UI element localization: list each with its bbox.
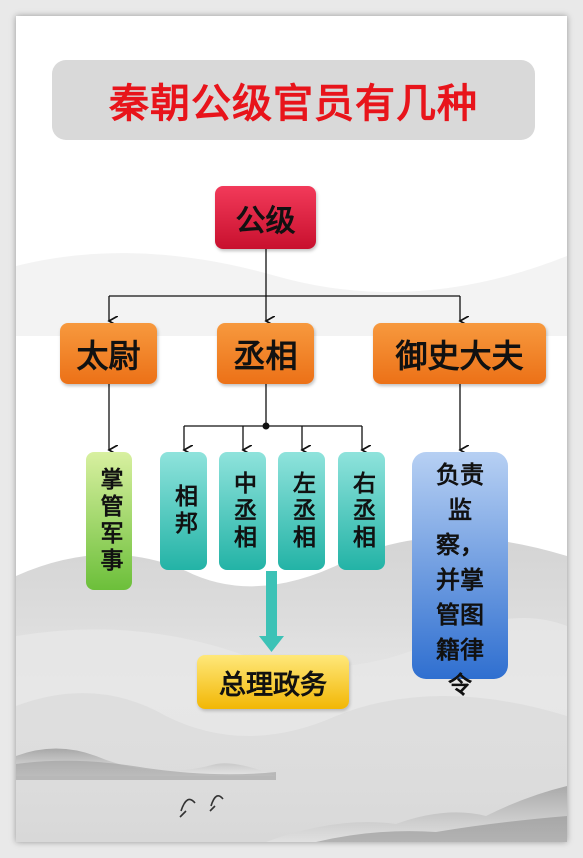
duty-taiwei-text: 掌管军事 <box>96 467 122 575</box>
root-node: 公级 <box>215 186 316 249</box>
connector-lines <box>16 249 567 652</box>
sub-node-xiangbang: 相邦 <box>160 452 207 570</box>
node-chengxiang: 丞相 <box>217 323 314 384</box>
sub-node-zuochengxiang: 左丞相 <box>278 452 325 570</box>
page-title: 秦朝公级官员有几种 <box>109 81 478 127</box>
title-banner: 秦朝公级官员有几种 <box>52 60 535 140</box>
node-taiwei: 太尉 <box>60 323 157 384</box>
junction-dot <box>262 422 270 430</box>
duty-yushidafu-text: 负责监察，并掌管图籍律令 <box>436 461 484 699</box>
sub-node-youchengxiang: 右丞相 <box>338 452 385 570</box>
sub-node-label: 中丞相 <box>229 470 256 552</box>
duty-yushidafu: 负责监察，并掌管图籍律令 <box>412 452 508 699</box>
tree-lines <box>109 249 460 450</box>
teal-down-arrow <box>259 571 284 652</box>
sub-node-label: 左丞相 <box>288 470 315 552</box>
duty-chengxiang: 总理政务 <box>197 655 349 709</box>
sub-node-label: 相邦 <box>170 484 197 538</box>
duty-taiwei: 掌管军事 <box>86 452 132 590</box>
sub-node-zhongchengxiang: 中丞相 <box>219 452 266 570</box>
sub-node-label: 右丞相 <box>348 470 375 552</box>
node-yushidafu: 御史大夫 <box>373 323 546 384</box>
